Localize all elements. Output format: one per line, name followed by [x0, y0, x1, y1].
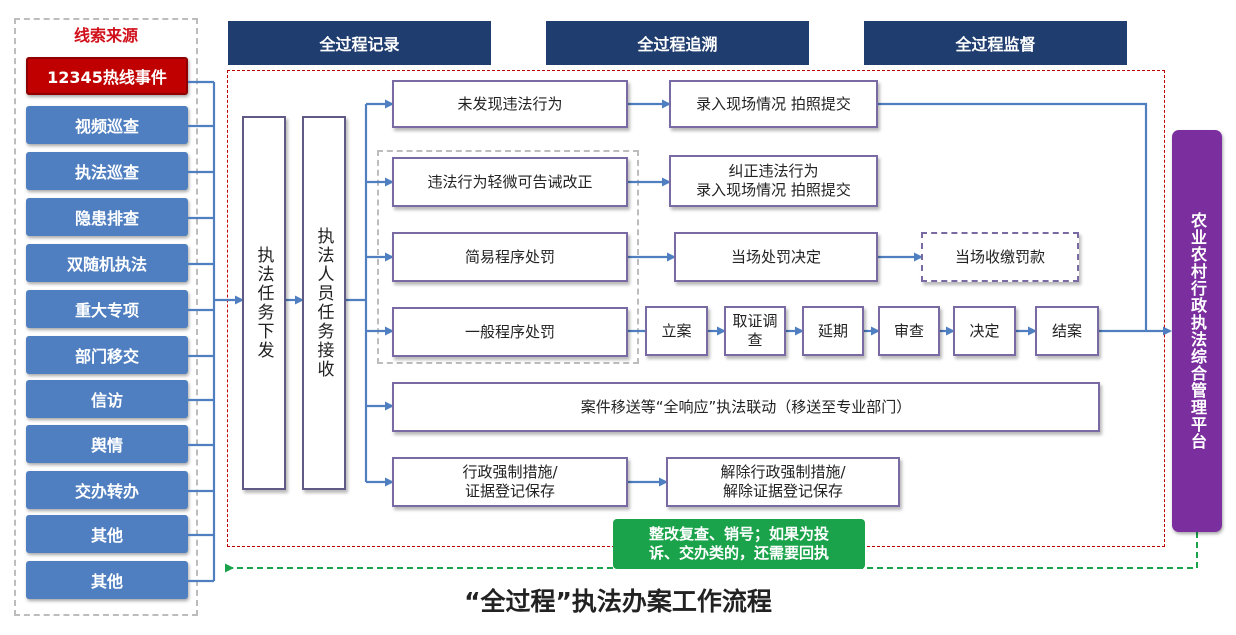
rectification-note: 整改复查、销号；如果为投 诉、交办类的，还需要回执 [613, 519, 865, 569]
evidence-registration-line: 证据登记保存 [464, 482, 555, 500]
task-issue-box: 执法任务下发 [242, 116, 286, 490]
source-item-video-patrol: 视频巡查 [26, 106, 188, 144]
diagram-title: “全过程”执法办案工作流程 [464, 587, 772, 616]
branch-general-penalty: 一般程序处罚 [392, 307, 628, 357]
platform-label: 农业农村行政执法综合管理平台 [1188, 212, 1207, 450]
step-close-case: 结案 [1035, 306, 1099, 356]
release-measures-line: 解除行政强制措施/ [720, 463, 846, 482]
correct-violation-line: 纠正违法行为 [728, 162, 819, 181]
source-item-major-special: 重大专项 [26, 290, 188, 328]
branch-no-violation-record: 录入现场情况 拍照提交 [669, 80, 878, 128]
staff-accept-label: 执法人员任务接收 [313, 227, 334, 379]
source-item-double-random: 双随机执法 [26, 244, 188, 282]
source-item-petition: 信访 [26, 380, 188, 418]
source-item-dept-transfer: 部门移交 [26, 336, 188, 374]
header-trace: 全过程追溯 [546, 21, 809, 65]
branch-minor-violation-record: 纠正违法行为 录入现场情况 拍照提交 [669, 155, 878, 207]
source-item-other-1: 其他 [26, 515, 188, 553]
branch-simple-penalty: 简易程序处罚 [392, 232, 628, 282]
staff-accept-box: 执法人员任务接收 [302, 116, 346, 490]
step-file-case: 立案 [645, 306, 708, 356]
record-photo-line: 录入现场情况 拍照提交 [696, 181, 851, 199]
branch-case-transfer: 案件移送等“全响应”执法联动（移送至专业部门） [392, 382, 1100, 432]
on-site-fine-collection: 当场收缴罚款 [921, 232, 1079, 282]
branch-no-violation: 未发现违法行为 [392, 80, 628, 128]
note-line-2: 诉、交办类的，还需要回执 [648, 544, 829, 562]
source-item-hazard-check: 隐患排查 [26, 198, 188, 236]
header-record: 全过程记录 [228, 21, 491, 65]
note-line-1: 整改复查、销号；如果为投 [648, 524, 829, 543]
sources-panel [14, 18, 198, 616]
step-evidence-investigation: 取证调查 [724, 306, 786, 356]
source-item-public-opinion: 舆情 [26, 425, 188, 463]
release-evidence-line: 解除证据登记保存 [722, 482, 843, 500]
task-issue-label: 执法任务下发 [253, 246, 274, 360]
source-item-other-2: 其他 [26, 561, 188, 599]
on-site-penalty-decision: 当场处罚决定 [674, 232, 878, 282]
step-review: 审查 [878, 306, 940, 356]
step-decision: 决定 [953, 306, 1016, 356]
source-item-enforcement-patrol: 执法巡查 [26, 152, 188, 190]
management-platform: 农业农村行政执法综合管理平台 [1172, 130, 1222, 532]
source-item-assigned: 交办转办 [26, 471, 188, 509]
source-item-hotline: 12345热线事件 [26, 57, 188, 95]
sources-title: 线索来源 [73, 26, 138, 45]
header-supervise: 全过程监督 [864, 21, 1127, 65]
step-extension: 延期 [802, 306, 864, 356]
branch-minor-violation: 违法行为轻微可告诫改正 [392, 157, 628, 207]
branch-coercive-measures: 行政强制措施/ 证据登记保存 [392, 457, 628, 507]
coercive-measures-line: 行政强制措施/ [462, 463, 558, 482]
release-coercive-measures: 解除行政强制措施/ 解除证据登记保存 [666, 457, 900, 507]
